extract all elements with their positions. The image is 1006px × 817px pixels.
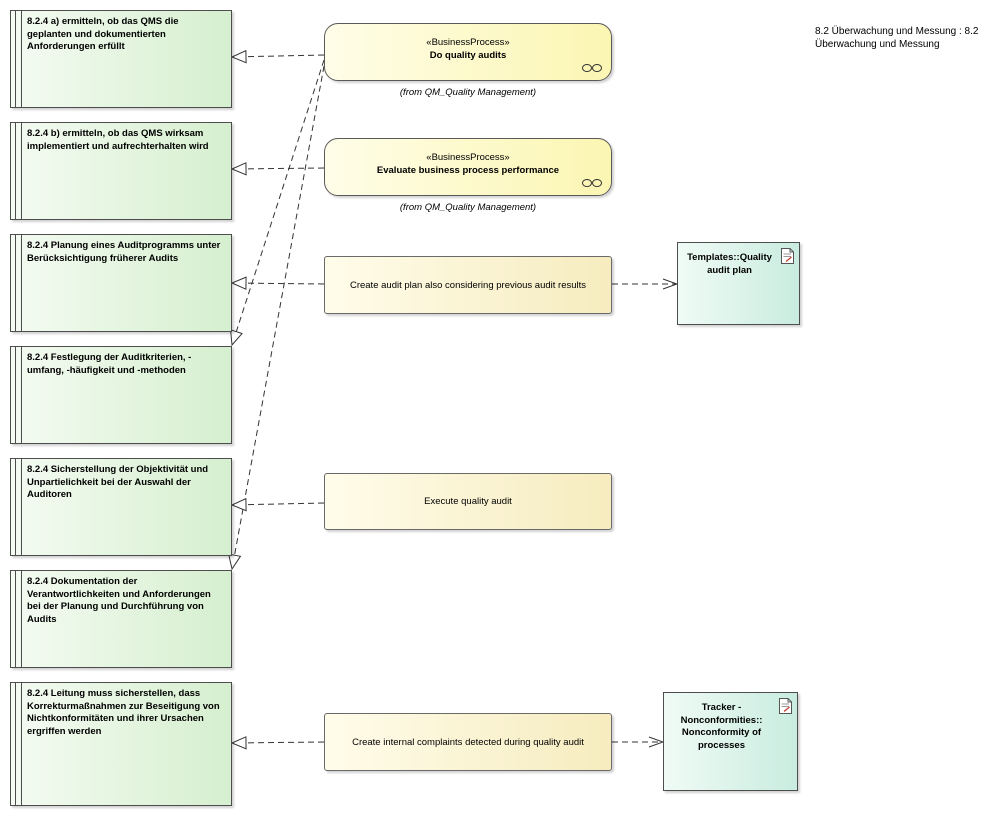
stereotype-label: «BusinessProcess»	[426, 37, 510, 48]
realization-execute-to-req-e[interactable]	[232, 503, 325, 505]
requirement-8-2-4-audit-criteria[interactable]: 8.2.4 Festlegung der Auditkriterien, -um…	[10, 346, 232, 444]
requirement-text: 8.2.4 Festlegung der Auditkriterien, -um…	[27, 352, 192, 376]
activity-execute-quality-audit[interactable]: Execute quality audit	[324, 473, 612, 530]
requirement-8-2-4-audit-program[interactable]: 8.2.4 Planung eines Auditprogramms unter…	[10, 234, 232, 332]
requirement-8-2-4-documentation[interactable]: 8.2.4 Dokumentation der Verantwortlichke…	[10, 570, 232, 668]
realization-audits-to-req-f[interactable]	[232, 65, 325, 569]
business-process-evaluate-performance[interactable]: «BusinessProcess» Evaluate business proc…	[324, 138, 612, 196]
realization-plan-to-req-c[interactable]	[232, 283, 325, 284]
realization-audits-to-req-d[interactable]	[232, 59, 325, 345]
stereotype-label: «BusinessProcess»	[426, 152, 510, 163]
artifact-name: Templates::Quality audit plan	[687, 252, 772, 276]
diagram-title: 8.2 Überwachung und Messung : 8.2 Überwa…	[815, 26, 979, 50]
document-icon	[779, 698, 792, 714]
requirement-text: 8.2.4 b) ermitteln, ob das QMS wirksam i…	[27, 128, 209, 152]
realization-complaints-to-req-g[interactable]	[232, 742, 325, 743]
origin-label: (from QM_Quality Management)	[399, 87, 537, 98]
requirement-8-2-4-objectivity[interactable]: 8.2.4 Sicherstellung der Objektivität un…	[10, 458, 232, 556]
activity-create-audit-plan[interactable]: Create audit plan also considering previ…	[324, 256, 612, 314]
requirement-text: 8.2.4 Planung eines Auditprogramms unter…	[27, 240, 221, 264]
document-icon	[781, 248, 794, 264]
requirement-text: 8.2.4 Dokumentation der Verantwortlichke…	[27, 576, 211, 625]
realization-audits-to-req-a[interactable]	[232, 55, 325, 57]
origin-label: (from QM_Quality Management)	[399, 202, 537, 213]
requirement-text: 8.2.4 Leitung muss sicherstellen, dass K…	[27, 688, 220, 737]
artifact-nonconformity-of-processes[interactable]: Tracker - Nonconformities:: Nonconformit…	[663, 692, 798, 791]
requirement-text: 8.2.4 Sicherstellung der Objektivität un…	[27, 464, 209, 500]
business-process-icon	[582, 64, 602, 72]
realization-evaluate-to-req-b[interactable]	[232, 168, 325, 169]
business-process-icon	[582, 179, 602, 187]
activity-create-internal-complaints[interactable]: Create internal complaints detected duri…	[324, 713, 612, 771]
requirement-8-2-4-corrective-actions[interactable]: 8.2.4 Leitung muss sicherstellen, dass K…	[10, 682, 232, 806]
requirement-text: 8.2.4 a) ermitteln, ob das QMS die gepla…	[27, 16, 179, 52]
artifact-name: Tracker - Nonconformities:: Nonconformit…	[680, 702, 763, 751]
artifact-quality-audit-plan[interactable]: Templates::Quality audit plan	[677, 242, 800, 325]
requirement-8-2-4-a[interactable]: 8.2.4 a) ermitteln, ob das QMS die gepla…	[10, 10, 232, 108]
process-name: Evaluate business process performance	[376, 165, 560, 176]
requirement-8-2-4-b[interactable]: 8.2.4 b) ermitteln, ob das QMS wirksam i…	[10, 122, 232, 220]
process-name: Do quality audits	[429, 50, 507, 61]
business-process-do-quality-audits[interactable]: «BusinessProcess» Do quality audits	[324, 23, 612, 81]
